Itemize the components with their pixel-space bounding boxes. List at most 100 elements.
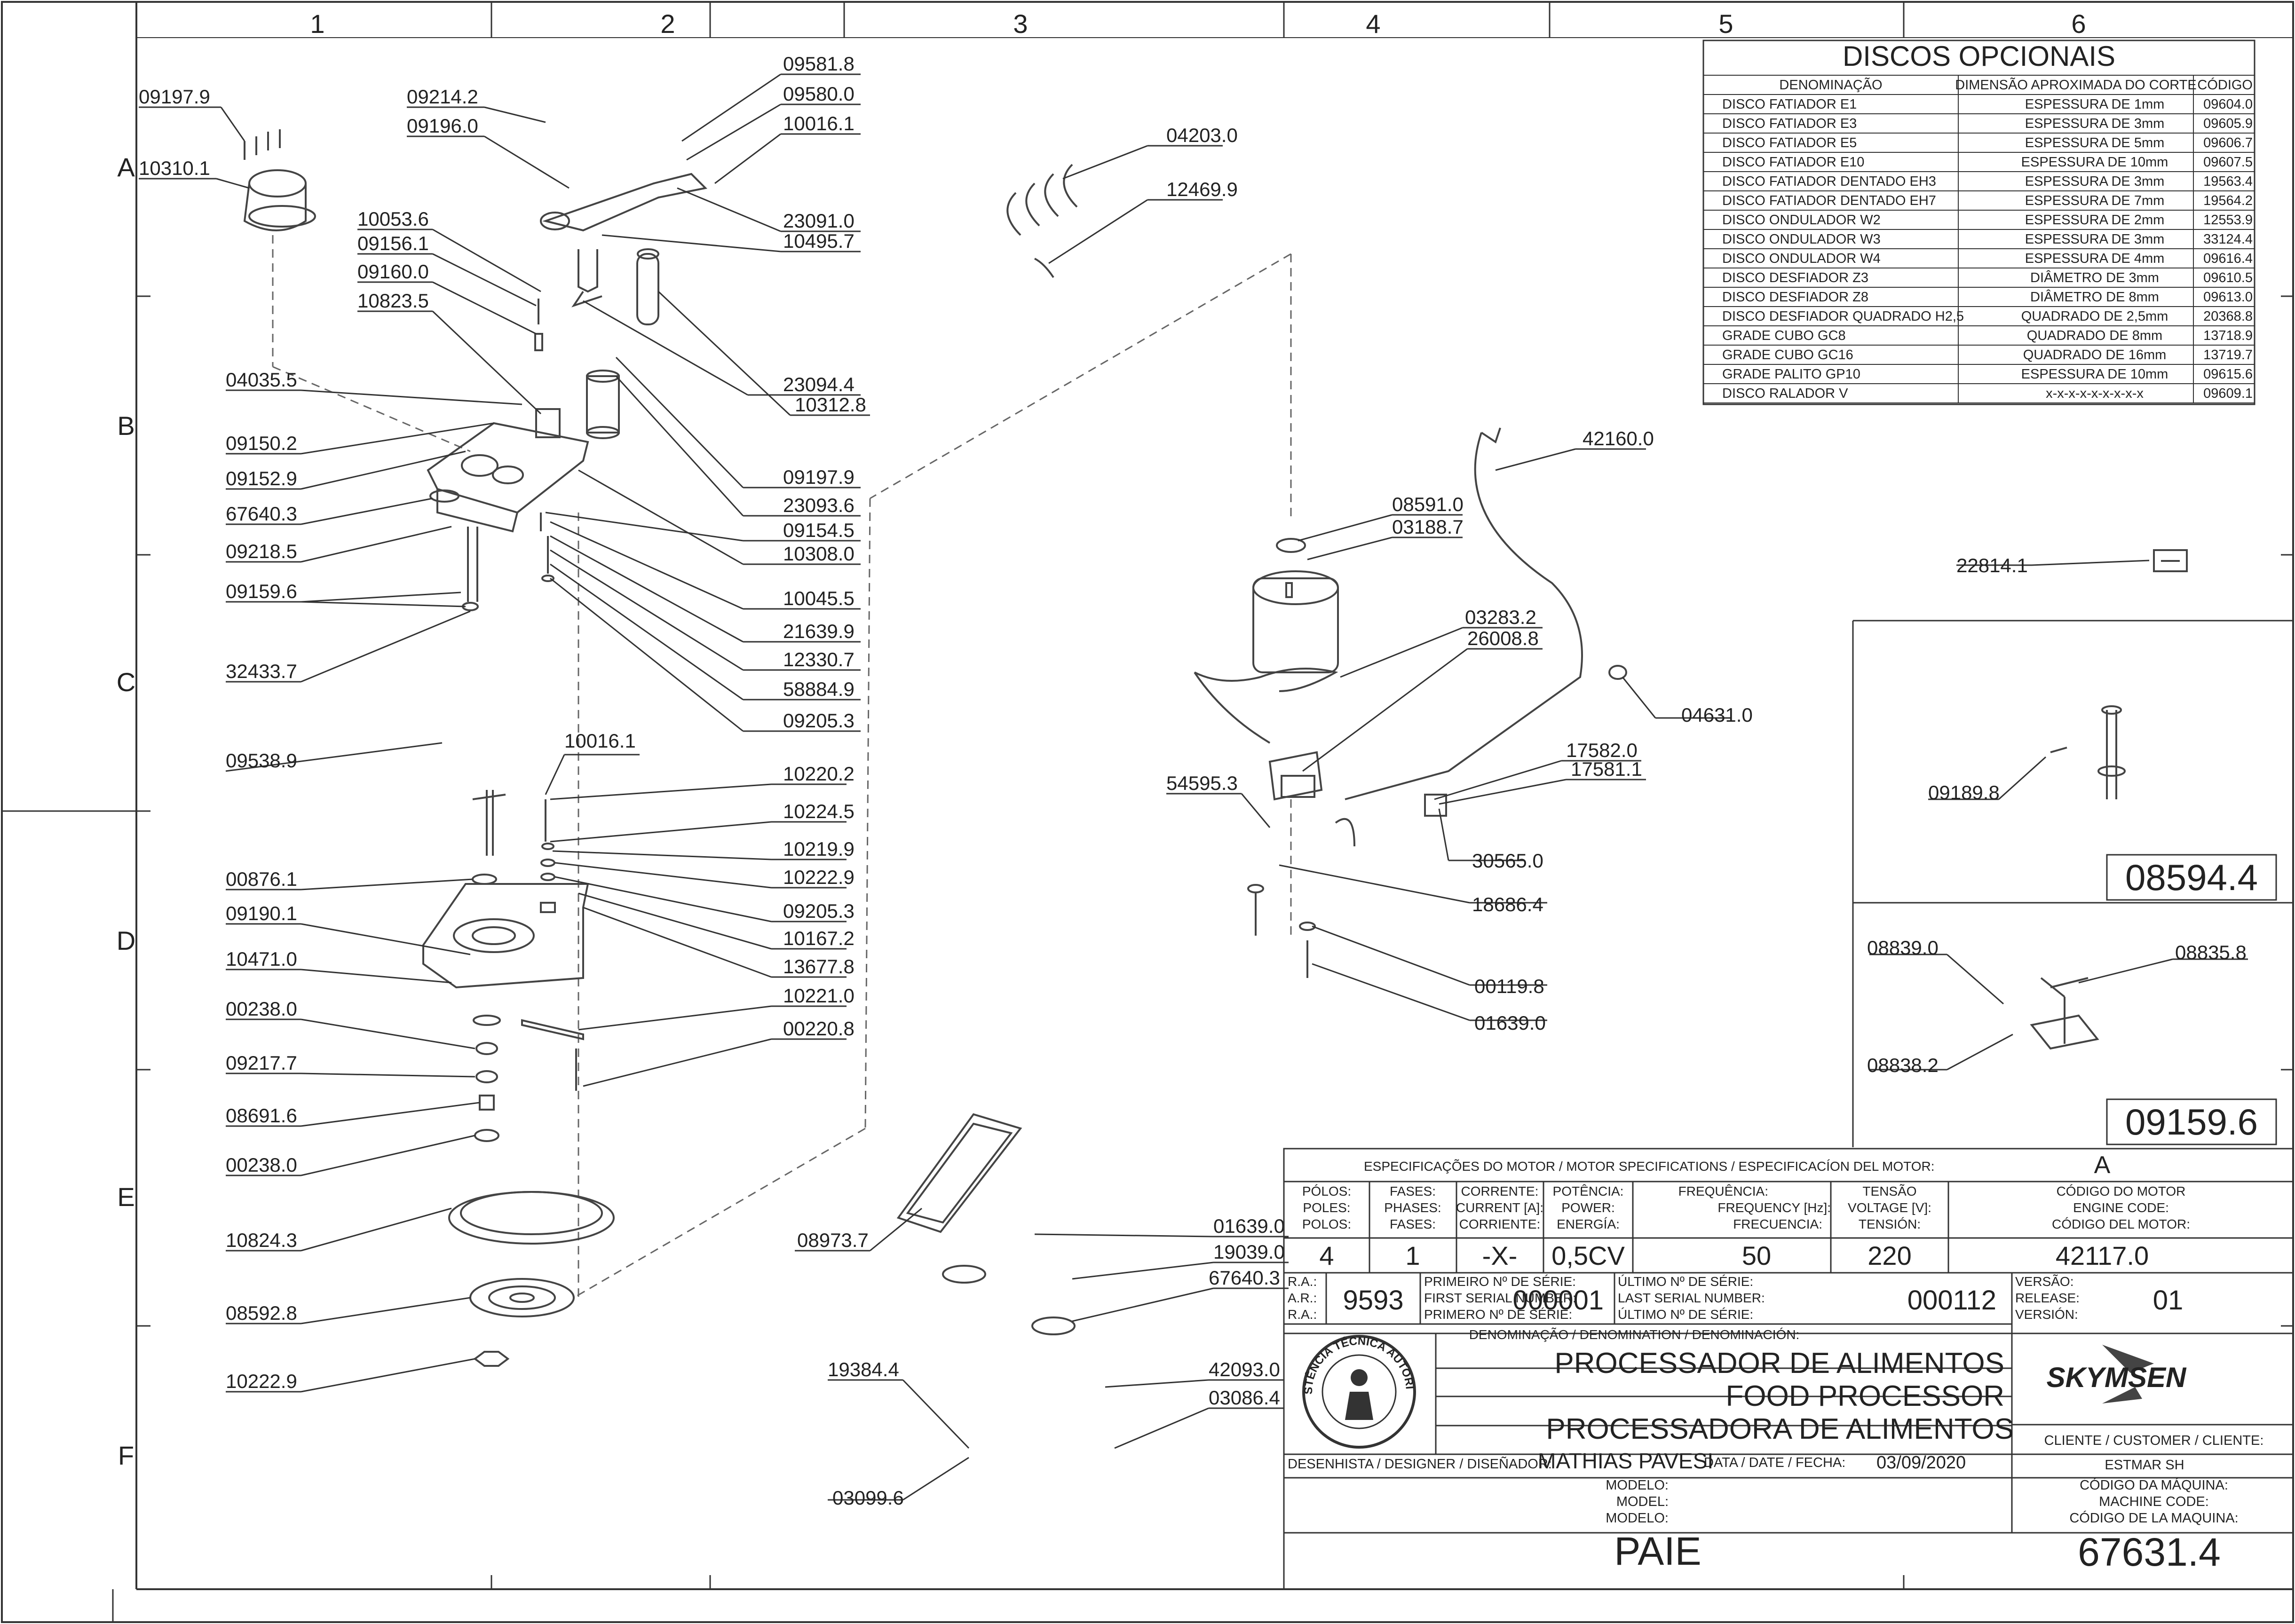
disc-table-cell-name: DISCO FATIADOR E10 [1722, 155, 1864, 170]
motor-code-label-es: CÓDIGO DEL MOTOR: [2052, 1217, 2190, 1231]
last-serial-label-es: ÚLTIMO Nº DE SÉRIE: [1618, 1307, 1753, 1322]
title-block-lines [1283, 1148, 2294, 1590]
callout-54595-3: 54595.3 [1166, 772, 1238, 794]
model-value: PAIE [1614, 1529, 1701, 1573]
callout-09581-8: 09581.8 [783, 53, 855, 75]
grid-col-2: 2 [660, 9, 675, 39]
leader-lines [139, 73, 2248, 1501]
callout-10220-2: 10220.2 [783, 763, 855, 785]
phases-label-en: PHASES: [1384, 1200, 1441, 1215]
callout-09189-8: 09189.8 [1928, 781, 2000, 804]
disc-table-cell-name: DISCO FATIADOR E5 [1722, 135, 1857, 150]
grid-row-e: E [117, 1182, 135, 1212]
phases-label-es: FASES: [1390, 1217, 1436, 1231]
spec-headers: PÓLOS: POLES: POLOS: FASES: PHASES: FASE… [1302, 1184, 2190, 1231]
lid-lever [540, 173, 708, 325]
disc-table-cell-name: DISCO ONDULADOR W2 [1722, 213, 1881, 228]
callout-10167-2: 10167.2 [783, 927, 855, 949]
disc-table-cell-dimension: ESPESSURA DE 2mm [2025, 213, 2165, 228]
disc-table-cell-dimension: ESPESSURA DE 10mm [2021, 155, 2168, 170]
spec-title: ESPECIFICAÇÕES DO MOTOR / MOTOR SPECIFIC… [1364, 1159, 1935, 1174]
last-serial-label-pt: ÚLTIMO Nº DE SÉRIE: [1618, 1274, 1753, 1289]
denomination-label: DENOMINAÇÃO / DENOMINATION / DENOMINACIÓ… [1469, 1327, 1800, 1342]
callout-08592-8: 08592.8 [226, 1302, 297, 1324]
disc-table-cell-dimension: ESPESSURA DE 4mm [2025, 251, 2165, 266]
designer-label: DESENHISTA / DESIGNER / DISEÑADOR: [1288, 1456, 1552, 1472]
callout-09156-1: 09156.1 [357, 232, 429, 254]
ra-label-en: A.R.: [1288, 1291, 1317, 1305]
disc-table-cell-dimension: ESPESSURA DE 7mm [2025, 193, 2165, 208]
callout-04035-5: 04035.5 [226, 369, 297, 391]
frequency-value: 50 [1742, 1241, 1771, 1270]
disc-table-cell-name: DISCO FATIADOR DENTADO EH3 [1722, 174, 1936, 189]
disc-table-cell-name: DISCO ONDULADOR W4 [1722, 251, 1881, 266]
current-value: -X- [1482, 1241, 1518, 1270]
power-label-pt: POTÊNCIA: [1553, 1184, 1624, 1198]
model-label-en: MODEL: [1616, 1494, 1669, 1509]
callout-08839-0: 08839.0 [1867, 937, 1939, 959]
poles-label-es: POLOS: [1302, 1217, 1351, 1231]
disc-table-cell-dimension: ESPESSURA DE 3mm [2025, 116, 2165, 131]
callout-42093-0: 42093.0 [1209, 1358, 1280, 1380]
callout-09538-9: 09538.9 [226, 749, 297, 772]
callout-labels: 09197.9 10310.1 09214.2 09196.0 10053.6 … [139, 53, 2247, 1509]
callout-09150-2: 09150.2 [226, 432, 297, 454]
machine-code-labels: CÓDIGO DA MÁQUINA: MACHINE CODE: CÓDIGO … [2069, 1477, 2238, 1526]
callout-09152-9: 09152.9 [226, 467, 297, 489]
motor-code-label-en: ENGINE CODE: [2073, 1200, 2169, 1215]
disc-table-cell-code: 09604.0 [2203, 97, 2253, 112]
frequency-label-en: FREQUENCY [Hz]: [1717, 1200, 1831, 1215]
callout-03188-7: 03188.7 [1392, 516, 1464, 538]
disc-table-cell-dimension: ESPESSURA DE 3mm [2025, 174, 2165, 189]
callout-00220-8: 00220.8 [783, 1017, 855, 1040]
date-label: DATA / DATE / FECHA: [1704, 1455, 1845, 1470]
base-housing [422, 790, 615, 1367]
disc-table-cell-dimension: ESPESSURA DE 1mm [2025, 97, 2165, 112]
poles-label-pt: PÓLOS: [1302, 1184, 1351, 1198]
disc-table-cell-dimension: QUADRADO DE 2,5mm [2021, 309, 2168, 324]
grid-col-6: 6 [2071, 9, 2086, 39]
detail-box-09159-6: 09159.6 [2125, 1101, 2258, 1143]
disc-table-grid [1703, 75, 2255, 403]
callout-10824-3: 10824.3 [226, 1229, 297, 1251]
disc-table-cell-code: 09616.4 [2203, 251, 2253, 266]
callout-19039-0: 19039.0 [1213, 1241, 1285, 1263]
wire-harness [1006, 164, 1078, 278]
grid-row-c: C [117, 667, 135, 697]
product-name-es: PROCESSADORA DE ALIMENTOS [1546, 1413, 2014, 1445]
callout-00119-8: 00119.8 [1474, 975, 1544, 997]
disc-table-cell-code: 13718.9 [2203, 328, 2253, 343]
callout-09218-5: 09218.5 [226, 540, 297, 562]
disc-table-cell-code: 09615.6 [2203, 367, 2253, 382]
callout-10016-1-b: 10016.1 [564, 730, 636, 752]
motor [1194, 427, 1627, 978]
disc-table-cell-name: DISCO DESFIADOR QUADRADO H2,5 [1722, 309, 1964, 324]
disc-table-cell-name: DISCO DESFIADOR Z3 [1722, 270, 1868, 285]
disc-table-cell-name: DISCO ONDULADOR W3 [1722, 232, 1881, 247]
disc-table-cell-code: 09605.9 [2203, 116, 2253, 131]
callout-17582-0: 17582.0 [1566, 739, 1638, 761]
callout-03086-4: 03086.4 [1209, 1387, 1280, 1409]
phases-value: 1 [1405, 1241, 1420, 1270]
callout-09214-2: 09214.2 [407, 86, 478, 108]
disc-table-cell-code: 09607.5 [2203, 155, 2253, 170]
disc-table-cell-code: 13719.7 [2203, 347, 2253, 363]
callout-10823-5: 10823.5 [357, 290, 429, 312]
callout-67640-3-b: 67640.3 [1209, 1267, 1280, 1289]
callout-08591-0: 08591.0 [1392, 493, 1464, 515]
last-serial-label-en: LAST SERIAL NUMBER: [1618, 1291, 1765, 1305]
callout-67640-3-a: 67640.3 [226, 503, 297, 525]
disc-table-cell-name: DISCO DESFIADOR Z8 [1722, 290, 1868, 305]
callout-12330-7: 12330.7 [783, 648, 855, 670]
version-label-en: RELEASE: [2015, 1291, 2080, 1305]
client-value: ESTMAR SH [2105, 1458, 2184, 1473]
grid-column-labels: 1 2 3 4 5 6 [310, 9, 2086, 39]
phases-label-pt: FASES: [1390, 1184, 1436, 1198]
voltage-value: 220 [1868, 1241, 1911, 1270]
spec-values: 4 1 -X- 0,5CV 50 220 42117.0 [1319, 1241, 2149, 1270]
ra-label-es: R.A.: [1288, 1307, 1317, 1322]
disc-table-cell-code: 09613.0 [2203, 290, 2253, 305]
disc-table-cell-code: 09609.1 [2203, 386, 2253, 401]
